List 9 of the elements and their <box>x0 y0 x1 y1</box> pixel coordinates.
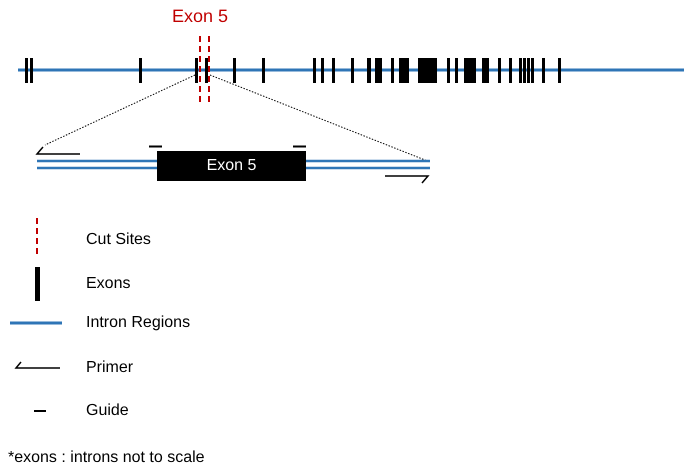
legend-label: Intron Regions <box>86 313 190 333</box>
exon-label: Exon 5 <box>206 157 256 175</box>
legend-label: Guide <box>86 401 129 421</box>
legend-label: Cut Sites <box>86 230 151 250</box>
exon-label: Exon 5 <box>172 6 228 26</box>
legend-label: Exons <box>86 274 130 294</box>
footnote: *exons : introns not to scale <box>8 448 205 468</box>
legend-label: Primer <box>86 358 134 378</box>
exon-box <box>157 151 306 181</box>
